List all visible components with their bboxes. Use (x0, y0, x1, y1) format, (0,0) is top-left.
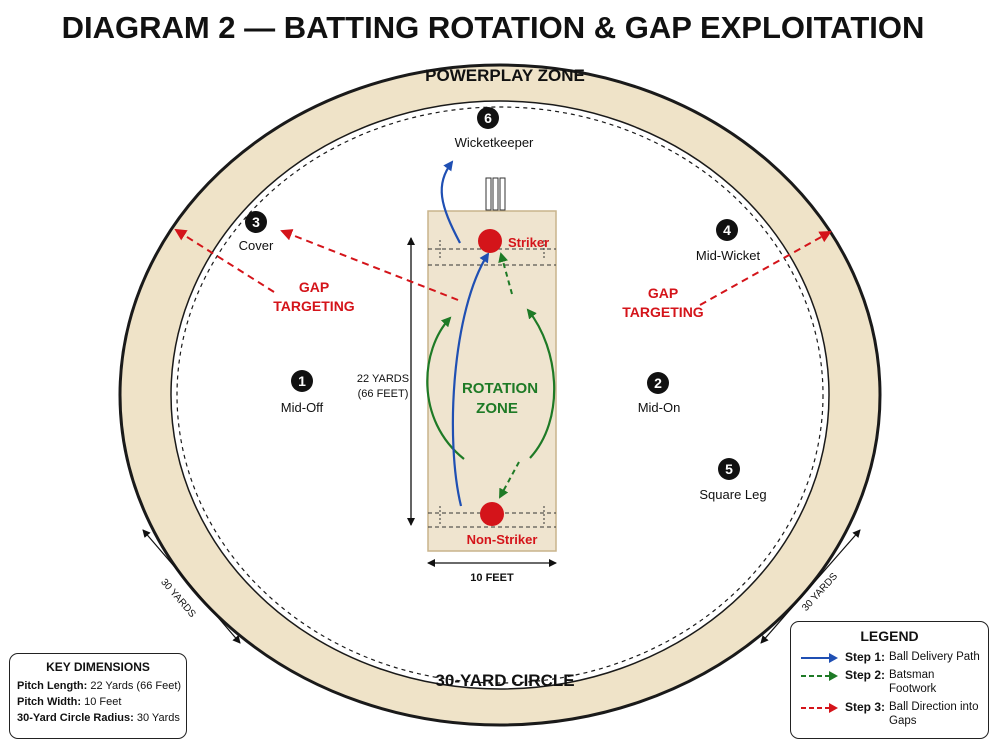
fielder-name: Wicketkeeper (455, 135, 534, 150)
legend-step: Step 3: (845, 700, 886, 714)
delivery-path-to-keeper (440, 160, 461, 244)
pitch-length-label-line1: 22 YARDS (357, 373, 409, 385)
non-striker-label: Non-Striker (467, 532, 538, 547)
key-dimension-label: Pitch Width: (17, 696, 82, 708)
legend-step: Step 1: (845, 650, 886, 664)
fielder-number: 1 (298, 373, 306, 389)
thirty-yard-circle-label: 30-YARD CIRCLE (435, 671, 574, 690)
fielder-mid-on: 2 Mid-On (638, 372, 681, 415)
fielder-mid-wicket: 4 Mid-Wicket (696, 219, 761, 263)
key-dimension-row: 30-Yard Circle Radius: 30 Yards (17, 710, 180, 726)
gap-label-right-line1: GAP (648, 285, 678, 301)
striker-label: Striker (508, 235, 549, 250)
pitch (427, 210, 557, 552)
legend-desc: Ball Delivery Path (889, 651, 980, 663)
legend-item-delivery: Step 1: Ball Delivery Path (799, 650, 980, 664)
stumps-icon (485, 177, 506, 211)
striker-marker (478, 229, 502, 253)
legend-desc: Batsman Footwork (889, 669, 937, 695)
fielder-number: 2 (654, 375, 662, 391)
legend-title: LEGEND (860, 628, 919, 644)
fielder-name: Mid-Off (281, 400, 324, 415)
key-dimension-row: Pitch Length: 22 Yards (66 Feet) (17, 678, 182, 694)
pitch-length-label-line2: (66 FEET) (358, 388, 409, 400)
legend-item-gap: Step 3: Ball Direction into Gaps (799, 700, 980, 728)
fielder-square-leg: 5 Square Leg (699, 458, 767, 502)
key-dimension-value: 22 Yards (66 Feet) (90, 680, 182, 692)
footwork-path-right (526, 308, 556, 459)
key-dimension-value: 10 Feet (84, 696, 122, 708)
radius-arrow-right (760, 529, 861, 644)
dashed-green-arrow-icon (801, 671, 838, 681)
key-dimension-label: Pitch Length: (17, 680, 88, 692)
key-dimension-value: 30 Yards (136, 712, 180, 724)
footwork-path-left (426, 316, 465, 460)
delivery-path-to-striker (451, 252, 490, 507)
rotation-zone-line2: ZONE (476, 400, 518, 417)
powerplay-zone-label: POWERPLAY ZONE (425, 66, 585, 85)
fielder-number: 3 (252, 214, 260, 230)
non-striker-marker (480, 502, 504, 526)
thirty-yard-circle-line (176, 106, 824, 684)
fielder-name: Mid-On (638, 400, 681, 415)
fielder-mid-off: 1 Mid-Off (281, 370, 324, 415)
dashed-red-arrow-icon (801, 703, 838, 713)
key-dimensions-panel: KEY DIMENSIONS Pitch Length: 22 Yards (6… (9, 653, 187, 739)
fielder-number: 5 (725, 461, 733, 477)
radius-arrow-left (142, 529, 241, 644)
solid-arrow-icon (801, 653, 838, 663)
fielder-name: Mid-Wicket (696, 248, 761, 263)
gap-arrow-off-side (174, 228, 275, 293)
footwork-path-non-striker (499, 461, 520, 499)
fielder-cover: 3 Cover (239, 211, 274, 253)
footwork-path-striker (498, 252, 513, 295)
fielder-wicketkeeper: 6 Wicketkeeper (455, 107, 534, 150)
gap-arrow-leg-side (699, 231, 832, 306)
diagram-title: DIAGRAM 2 — BATTING ROTATION & GAP EXPLO… (62, 10, 925, 45)
legend-step: Step 2: (845, 668, 886, 682)
fielder-name: Cover (239, 238, 274, 253)
fielder-number: 6 (484, 110, 492, 126)
fielder-number: 4 (723, 222, 731, 238)
fielder-name: Square Leg (699, 487, 766, 502)
legend-item-footwork: Step 2: Batsman Footwork (799, 668, 980, 696)
legend-desc: Ball Direction into Gaps (889, 701, 979, 727)
gap-label-left-line1: GAP (299, 279, 329, 295)
key-dimension-label: 30-Yard Circle Radius: (17, 712, 134, 724)
gap-label-right-line2: TARGETING (622, 304, 704, 320)
key-dimensions-title: KEY DIMENSIONS (46, 660, 150, 674)
gap-arrow-cover (280, 229, 459, 301)
rotation-zone-line1: ROTATION (462, 380, 538, 397)
key-dimension-row: Pitch Width: 10 Feet (17, 694, 179, 710)
pitch-width-label: 10 FEET (470, 572, 514, 584)
legend-panel: LEGEND Step 1: Ball Delivery Path Step 2… (790, 621, 989, 739)
gap-label-left-line2: TARGETING (273, 298, 355, 314)
